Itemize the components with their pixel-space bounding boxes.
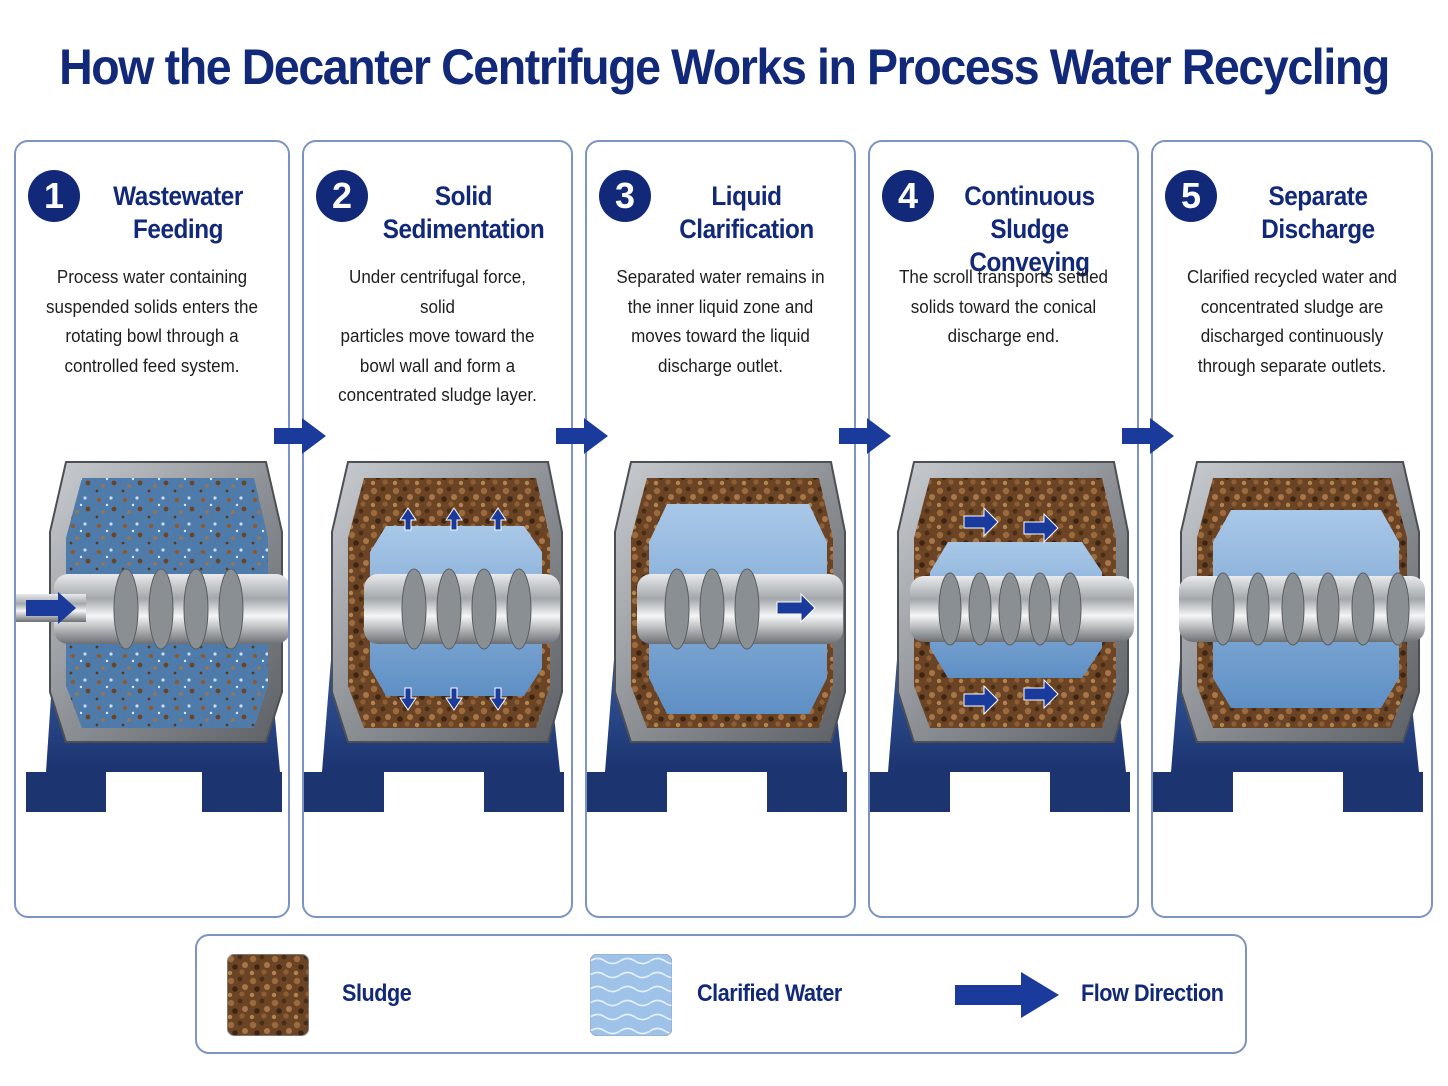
flow-arrow-icon	[556, 418, 608, 454]
legend: Sludge Clarified Water Flow Direction	[195, 934, 1247, 1054]
flow-arrow-icon	[839, 418, 891, 454]
step-number-badge: 2	[316, 170, 368, 222]
legend-label-flow: Flow Direction	[1081, 980, 1224, 1007]
centrifuge-illustration-sedimentation	[304, 461, 564, 812]
step-number-badge: 4	[882, 170, 934, 222]
sludge-swatch-icon	[227, 954, 309, 1036]
step-number-badge: 5	[1165, 170, 1217, 222]
flow-direction-arrow-icon	[955, 972, 1059, 1018]
step-number-badge: 1	[28, 170, 80, 222]
water-swatch-icon	[590, 954, 672, 1036]
step-number-badge: 3	[599, 170, 651, 222]
page-title: How the Decanter Centrifuge Works in Pro…	[59, 39, 1390, 95]
centrifuge-illustration-feeding	[16, 461, 288, 812]
centrifuge-illustration-conveying	[870, 461, 1134, 812]
flow-arrow-icon	[1122, 418, 1174, 454]
centrifuge-illustration-clarification	[587, 461, 847, 812]
flow-arrow-icon	[274, 418, 326, 454]
centrifuge-illustration-discharge	[1153, 461, 1425, 812]
legend-label-sludge: Sludge	[342, 980, 412, 1007]
legend-label-water: Clarified Water	[697, 980, 842, 1007]
